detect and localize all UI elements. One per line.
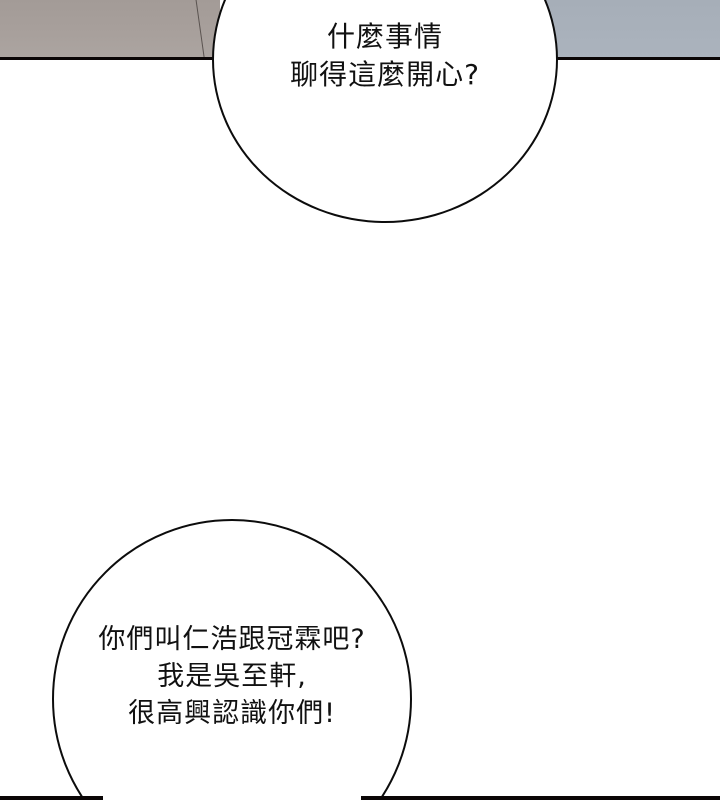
speech-line: 我是吳至軒, (157, 661, 307, 692)
speech-line: 什麼事情 (326, 20, 443, 53)
speech-bubble-top-text: 什麼事情 聊得這麼開心? (214, 18, 556, 94)
speech-line: 很高興認識你們! (128, 698, 336, 729)
speech-bubble-bottom: 你們叫仁浩跟冠霖吧? 我是吳至軒, 很高興認識你們! (52, 519, 412, 796)
bubble-border-gap (103, 796, 361, 800)
speech-line: 你們叫仁浩跟冠霖吧? (98, 624, 366, 655)
top-panel-left-background (0, 0, 220, 58)
speech-line: 聊得這麼開心? (290, 58, 480, 91)
speech-bubble-bottom-text: 你們叫仁浩跟冠霖吧? 我是吳至軒, 很高興認識你們! (54, 621, 410, 732)
